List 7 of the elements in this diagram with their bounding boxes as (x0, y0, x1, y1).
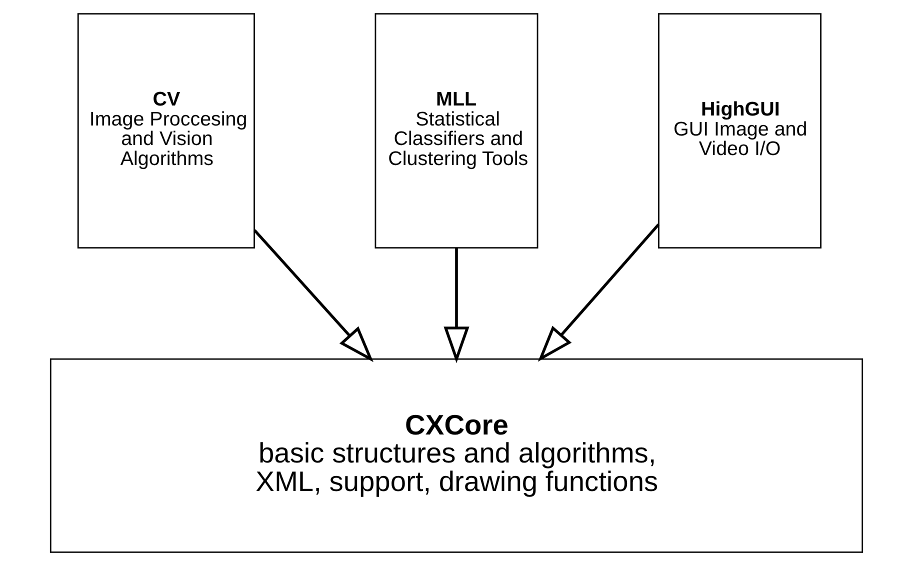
node-box: CV Image Proccesing and Vision Algorithms (77, 13, 255, 248)
arrow (538, 224, 660, 362)
arrow (253, 229, 374, 362)
node-box: CXCore basic structures and algorithms, XML, support, drawing functions (50, 358, 864, 553)
node-box: HighGUI GUI Image and Video I/O (658, 13, 822, 248)
arrow (444, 248, 470, 364)
node-box: MLL Statistical Classifiers and Clustering Tools (374, 13, 538, 248)
